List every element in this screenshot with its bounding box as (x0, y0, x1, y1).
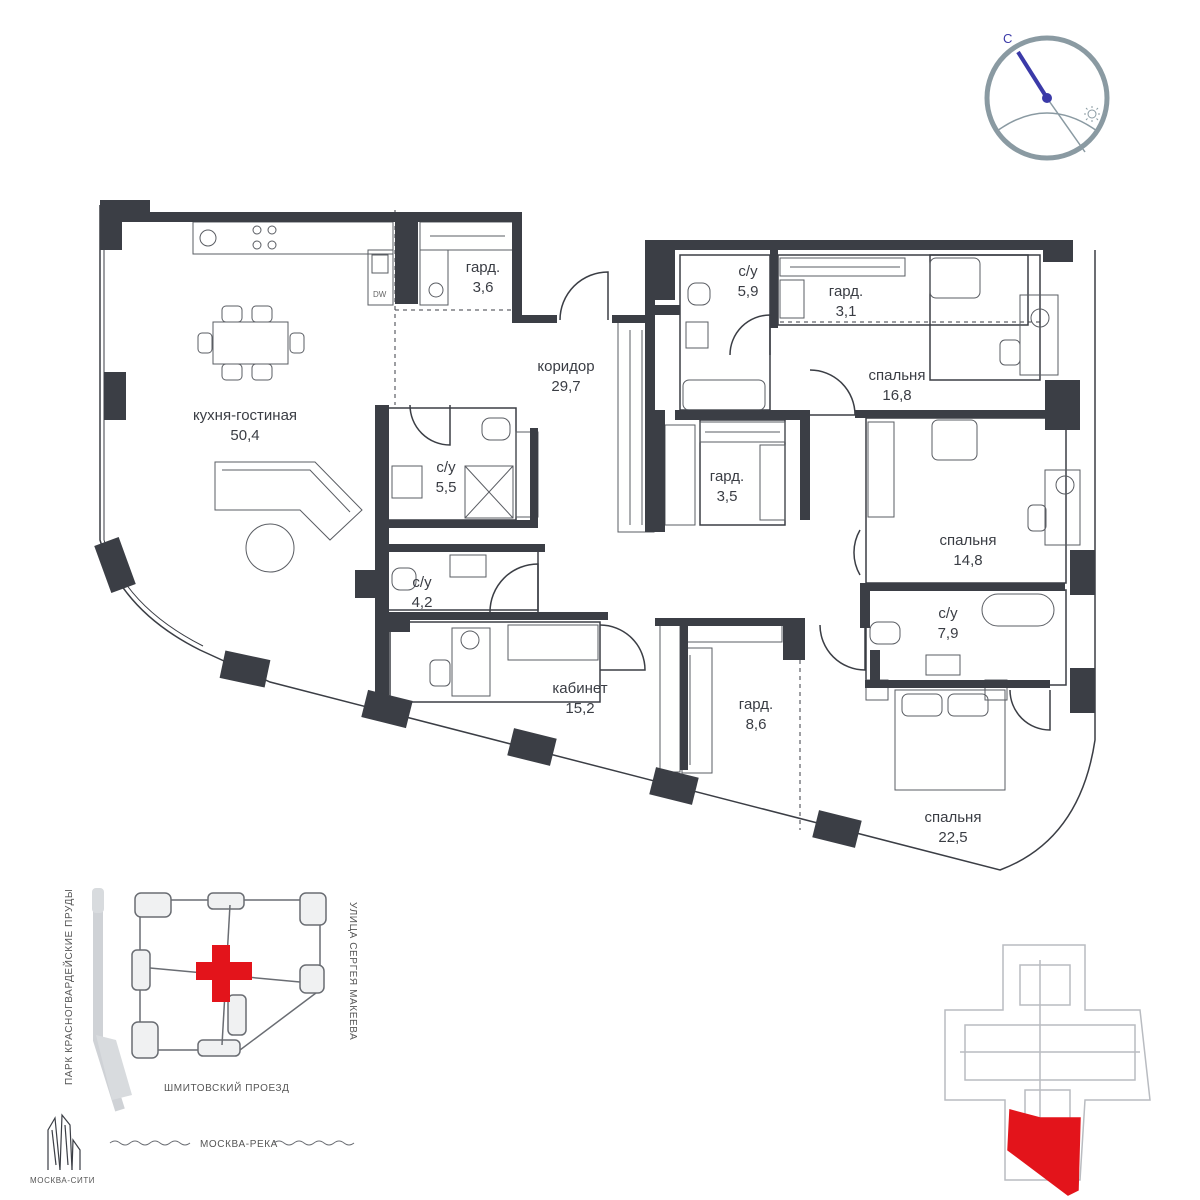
compass: С (984, 31, 1110, 161)
park-label: ПАРК КРАСНОГВАРДЕЙСКИЕ ПРУДЫ (62, 889, 75, 1085)
room-name-wardrobe-2: гард. (829, 283, 863, 300)
room-labels: кухня-гостиная 50,4 гард. 3,6 коридор 29… (193, 259, 997, 846)
room-area-wardrobe-2: 3,1 (836, 303, 857, 320)
room-area-wardrobe-3: 3,5 (717, 488, 738, 505)
room-area-bathroom-3: 4,2 (412, 594, 433, 611)
room-name-bathroom-2: с/у (436, 459, 456, 476)
street-east-label: УЛИЦА СЕРГЕЯ МАКЕЕВА (347, 902, 358, 1040)
room-area-corridor: 29,7 (551, 378, 580, 395)
street-south-label: ШМИТОВСКИЙ ПРОЕЗД (164, 1081, 290, 1094)
room-name-bathroom-4: с/у (938, 605, 958, 622)
room-name-bathroom-3: с/у (412, 574, 432, 591)
building-highlight (196, 945, 252, 1002)
compass-north-label: С (1003, 31, 1012, 46)
room-name-study: кабинет (552, 680, 607, 697)
room-area-bathroom-4: 7,9 (938, 625, 959, 642)
furniture (192, 221, 1081, 791)
river-label: МОСКВА-РЕКА (200, 1139, 278, 1150)
room-area-bedroom-1: 16,8 (882, 387, 911, 404)
room-area-study: 15,2 (565, 700, 594, 717)
room-area-wardrobe-4: 8,6 (746, 716, 767, 733)
room-name-wardrobe-1: гард. (466, 259, 500, 276)
room-name-bedroom-1: спальня (869, 367, 926, 384)
room-name-wardrobe-4: гард. (739, 696, 773, 713)
room-name-bedroom-3: спальня (925, 809, 982, 826)
coffee-table (245, 523, 295, 573)
room-area-kitchen-living: 50,4 (230, 427, 259, 444)
moscow-city-icon (47, 1113, 81, 1171)
floor-key-plan (944, 944, 1151, 1196)
site-map: ПАРК КРАСНОГВАРДЕЙСКИЕ ПРУДЫ УЛИЦА СЕРГЕ… (30, 888, 358, 1185)
room-area-bathroom-2: 5,5 (436, 479, 457, 496)
structural-walls (94, 200, 1095, 848)
dishwasher-label: DW (373, 290, 387, 299)
apartment-highlight (1007, 1109, 1081, 1196)
room-area-bedroom-2: 14,8 (953, 552, 982, 569)
moscow-city-label: МОСКВА-СИТИ (30, 1176, 95, 1185)
room-area-bathroom-1: 5,9 (738, 283, 759, 300)
stove-burner (199, 229, 217, 247)
room-name-bathroom-1: с/у (738, 263, 758, 280)
room-name-corridor: коридор (537, 358, 594, 375)
compass-needle (1016, 50, 1049, 100)
room-area-bedroom-3: 22,5 (938, 829, 967, 846)
room-area-wardrobe-1: 3,6 (473, 279, 494, 296)
room-name-kitchen-living: кухня-гостиная (193, 407, 297, 424)
sun-icon (1084, 106, 1100, 122)
room-name-wardrobe-3: гард. (710, 468, 744, 485)
room-name-bedroom-2: спальня (940, 532, 997, 549)
